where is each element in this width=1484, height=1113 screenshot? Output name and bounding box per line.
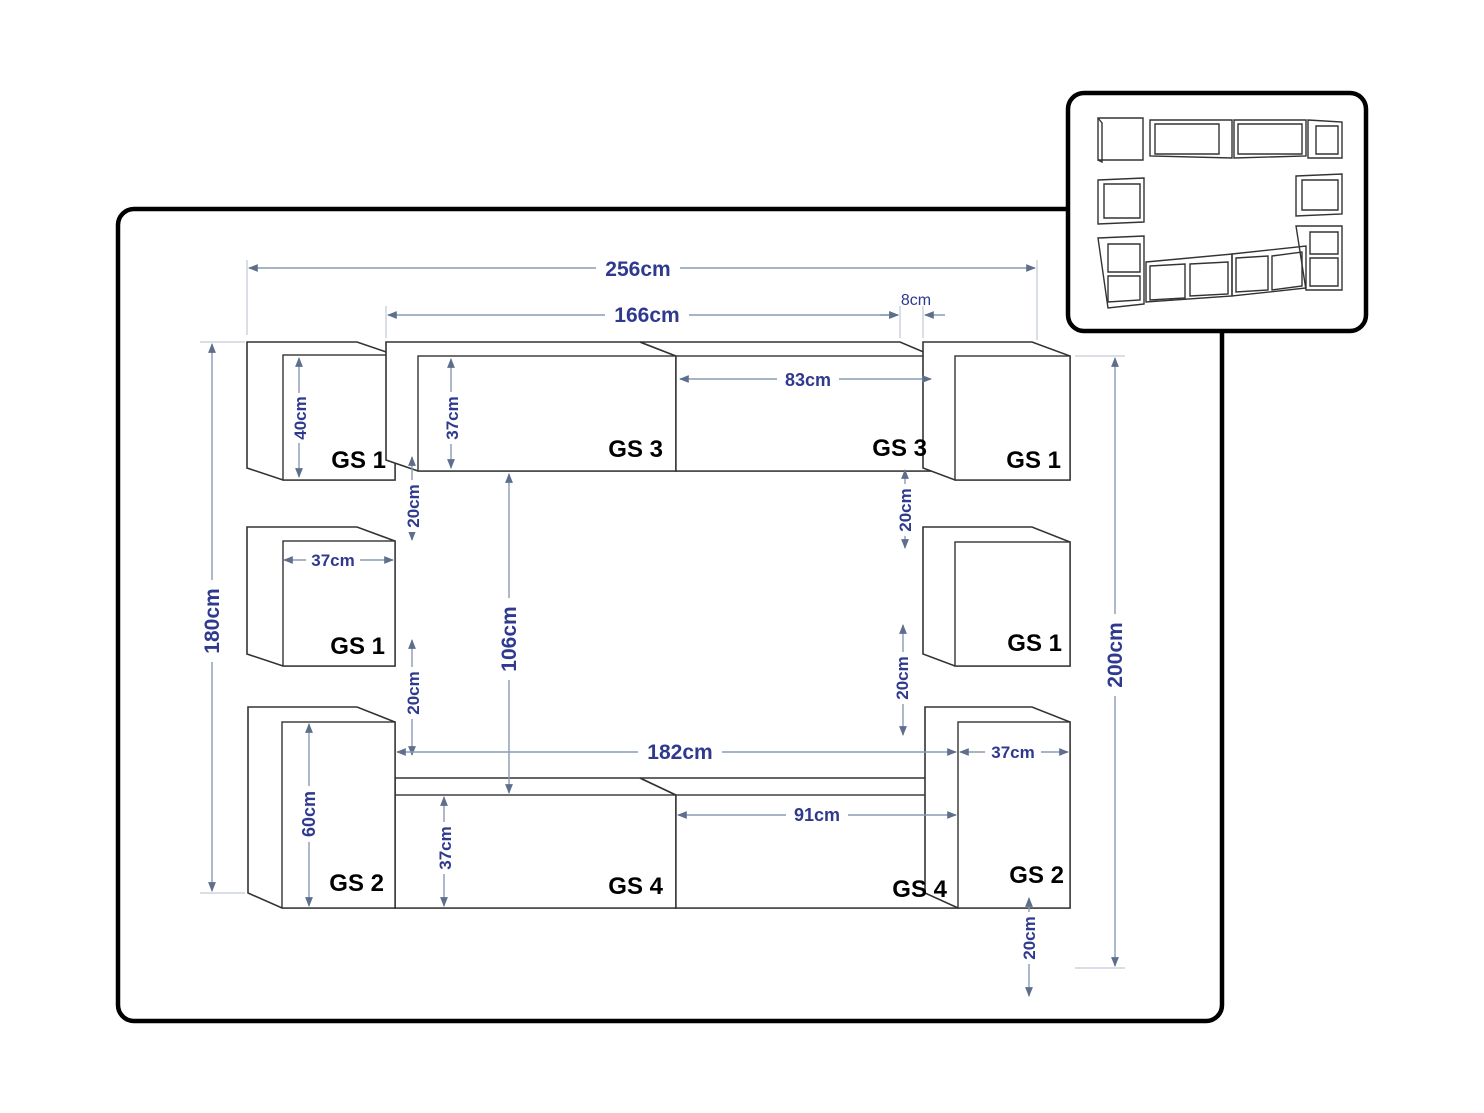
dim-gs3-height: 37cm	[443, 396, 462, 439]
dim-gap-right-2: 20cm	[893, 656, 912, 699]
label-top-right: GS 1	[1006, 447, 1061, 474]
dim-gap-right-1: 20cm	[896, 488, 915, 531]
dim-gap-8: 8cm	[901, 292, 931, 309]
label-top-left: GS 1	[331, 447, 386, 474]
dim-total-width: 256cm	[605, 258, 670, 281]
label-bottom-mid-left: GS 4	[608, 873, 663, 900]
cabinet-bottom-left	[247, 706, 396, 909]
dim-gs2-height: 60cm	[299, 791, 319, 837]
dim-gs1-height: 40cm	[291, 396, 310, 439]
cabinet-top-right	[922, 341, 1071, 481]
dim-bottom-width: 182cm	[647, 741, 712, 764]
dim-gs4-width: 91cm	[794, 805, 840, 825]
dim-left-height: 180cm	[201, 588, 224, 653]
label-bottom-mid-right: GS 4	[892, 876, 947, 903]
dim-gs1-width: 37cm	[311, 551, 354, 570]
dim-gs4-height: 37cm	[436, 826, 455, 869]
dim-gap-left-2: 20cm	[404, 671, 423, 714]
label-bottom-left: GS 2	[329, 870, 384, 897]
dim-top-width: 166cm	[614, 304, 679, 327]
extension-lines	[200, 260, 1125, 969]
dim-bottom-gap: 20cm	[1020, 916, 1039, 959]
label-mid-right: GS 1	[1007, 630, 1062, 657]
inset-preview	[1065, 90, 1369, 334]
label-bottom-right: GS 2	[1009, 862, 1064, 889]
label-mid-left: GS 1	[330, 633, 385, 660]
cabinet-mid-right	[922, 526, 1071, 667]
label-top-mid-right: GS 3	[872, 435, 927, 462]
dim-right-height: 200cm	[1104, 622, 1127, 687]
dim-gs3-width: 83cm	[785, 370, 831, 390]
dim-center-height: 106cm	[498, 606, 521, 671]
dim-gap-left-1: 20cm	[404, 484, 423, 527]
module-labels: GS 1 GS 3 GS 3 GS 1 GS 1 GS 1 GS 2 GS 4 …	[329, 435, 1064, 903]
dimension-labels: 256cm 166cm 8cm 83cm 40cm 37cm 20cm 20cm…	[199, 254, 1128, 964]
dim-gs2-width: 37cm	[991, 743, 1034, 762]
label-top-mid-left: GS 3	[608, 436, 663, 463]
